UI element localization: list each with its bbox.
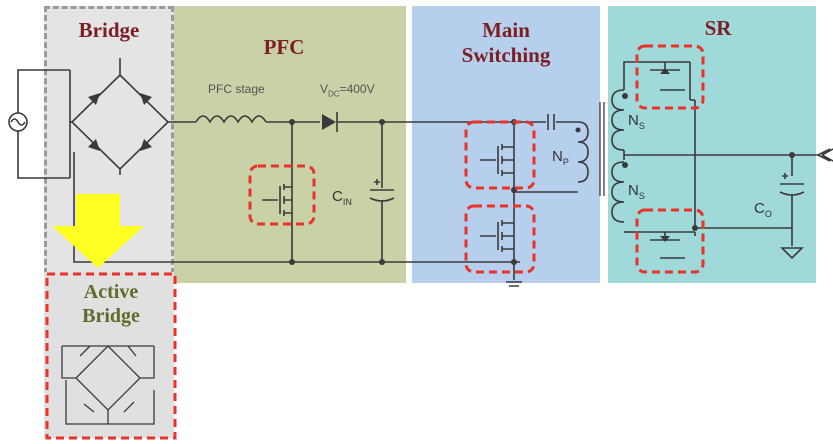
bridge-rectifier	[70, 73, 170, 171]
active-bridge-circuit	[61, 345, 155, 425]
secondary-winding-upper-icon	[611, 89, 625, 151]
secondary-winding-lower-icon	[611, 161, 625, 223]
highlight-pfc-mosfet	[248, 164, 316, 226]
pfc-inductor-icon	[195, 115, 267, 124]
highlight-sr-upper-mosfet	[635, 44, 705, 110]
highlight-sr-lower-mosfet	[635, 208, 705, 274]
main-lower-mosfet-icon	[480, 220, 514, 252]
bridge-title: Bridge	[78, 18, 140, 42]
ns-lower-label: NS	[628, 182, 645, 201]
main-switching-title-line2: Switching	[461, 43, 551, 67]
main-upper-mosfet-icon	[480, 144, 514, 176]
highlight-active-bridge	[45, 272, 177, 440]
highlight-main-lower-mosfet	[464, 204, 536, 274]
co-label: CO	[754, 200, 772, 219]
sr-lower-mosfet-icon	[640, 231, 695, 259]
active-bridge-title-line2: Bridge	[82, 305, 140, 327]
primary-winding-icon	[577, 121, 589, 183]
resonant-capacitor-icon	[547, 114, 555, 130]
pfc-stage-label: PFC stage	[208, 82, 265, 96]
sr-section-bg	[608, 6, 816, 283]
vdc-label: VDC=400V	[320, 82, 375, 99]
highlight-main-upper-mosfet	[464, 120, 536, 190]
down-arrow-icon	[52, 194, 144, 268]
pfc-section-bg	[174, 6, 406, 283]
ground-icon	[506, 262, 522, 287]
sr-title: SR	[704, 16, 732, 40]
ns-upper-label: NS	[628, 112, 645, 131]
pfc-mosfet-icon	[262, 184, 292, 216]
ground-secondary-icon	[780, 247, 804, 260]
cin-label: CIN	[332, 188, 352, 207]
sr-upper-mosfet-icon	[640, 61, 691, 100]
pfc-title: PFC	[263, 35, 305, 59]
active-bridge-title-line1: Active	[83, 281, 139, 303]
np-label: NP	[552, 148, 569, 167]
output-terminal-icon	[817, 148, 833, 162]
pfc-diode-icon	[322, 114, 336, 130]
main-switching-section-bg	[412, 6, 600, 283]
main-switching-title-line1: Main	[482, 18, 530, 42]
